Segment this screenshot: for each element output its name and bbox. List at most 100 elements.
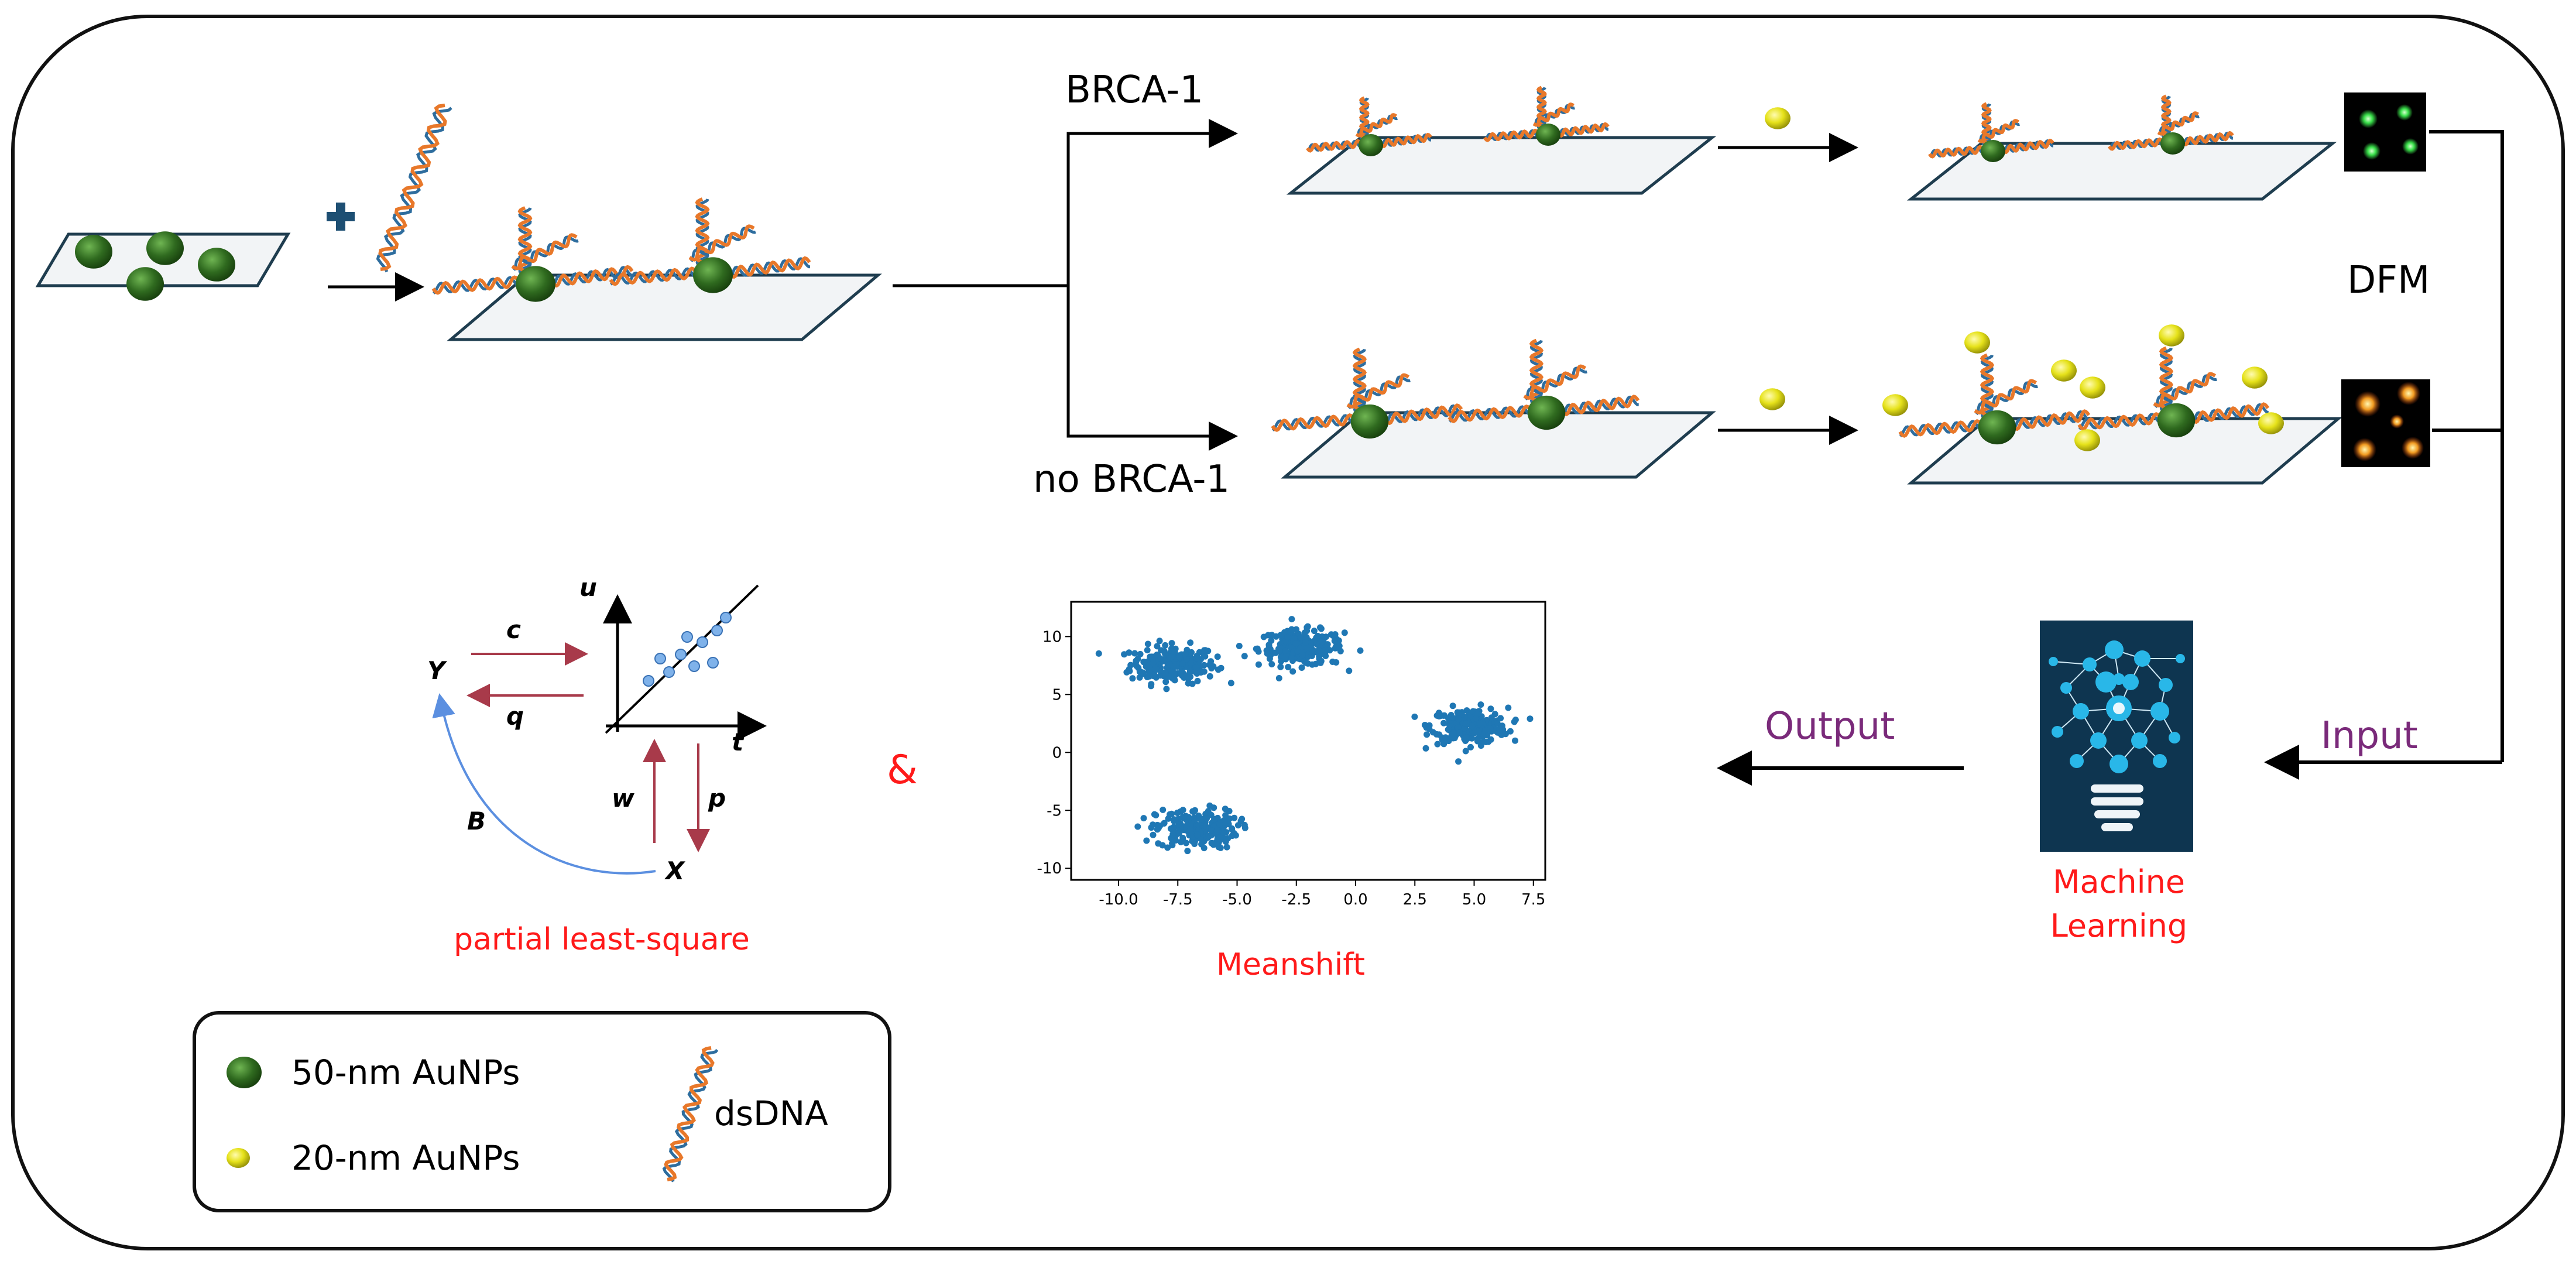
meanshift-point [1311, 628, 1318, 635]
meanshift-point [1151, 811, 1158, 818]
small-gold-nanoparticle [1765, 107, 1790, 129]
meanshift-point [1317, 659, 1324, 666]
meanshift-point [1145, 673, 1152, 680]
y-tick-label: -5 [1047, 802, 1062, 820]
pls-var-u: u [579, 573, 597, 602]
large-gold-nanoparticle [75, 235, 112, 269]
meanshift-point [1183, 656, 1190, 663]
large-gold-nanoparticle [516, 266, 555, 302]
meanshift-point [1304, 623, 1311, 630]
meanshift-point [1467, 743, 1474, 750]
meanshift-point [1162, 642, 1169, 649]
large-gold-nanoparticle [198, 248, 235, 282]
small-gold-nanoparticle [1759, 388, 1785, 410]
meanshift-point [1208, 665, 1215, 671]
meanshift-point [1268, 632, 1275, 639]
meanshift-point [1450, 729, 1457, 736]
meanshift-point [1222, 806, 1229, 813]
meanshift-point [1276, 647, 1283, 654]
meanshift-point [1229, 826, 1235, 833]
meanshift-point [1189, 680, 1196, 687]
meanshift-point [1436, 713, 1443, 719]
meanshift-point [1302, 639, 1309, 646]
meanshift-point [1172, 817, 1179, 824]
meanshift-point [1442, 734, 1449, 741]
y-tick-label: 10 [1042, 628, 1062, 646]
meanshift-point [1222, 812, 1229, 819]
meanshift-point [1154, 643, 1161, 650]
ml-network-node [2083, 657, 2097, 671]
pls-arrow-p-label: p [708, 784, 726, 813]
meanshift-point [1424, 731, 1431, 738]
meanshift-caption: Meanshift [1216, 947, 1365, 982]
meanshift-point [1189, 808, 1196, 815]
meanshift-point [1268, 661, 1275, 668]
meanshift-point [1211, 815, 1217, 823]
meanshift-point [1316, 653, 1323, 660]
meanshift-point [1186, 669, 1193, 676]
dna-strand [1523, 364, 1587, 401]
meanshift-point [1210, 804, 1217, 811]
ml-network-node [2150, 702, 2169, 721]
x-tick-label: 0.0 [1343, 891, 1367, 909]
meanshift-point [1141, 659, 1148, 666]
meanshift-point [1169, 840, 1175, 847]
meanshift-point [1203, 815, 1210, 822]
dna-strand [2001, 138, 2054, 155]
meanshift-point [1487, 705, 1494, 712]
meanshift-point [1220, 827, 1227, 834]
meanshift-point [1463, 734, 1470, 741]
ml-network-node [2049, 657, 2058, 666]
dna-strand [1483, 128, 1540, 142]
meanshift-point [1121, 651, 1128, 658]
dna-strand [2108, 137, 2165, 151]
meanshift-point [1476, 720, 1483, 726]
meanshift-point [1127, 662, 1134, 669]
pls-arrow-c-label: c [506, 615, 521, 644]
meanshift-point [1176, 653, 1183, 660]
ml-network-node [2122, 674, 2139, 690]
meanshift-point [1331, 638, 1338, 645]
small-gold-nanoparticle [1964, 331, 1990, 354]
meanshift-point [1277, 663, 1284, 670]
dna-strand [2153, 372, 2217, 409]
small-gold-nanoparticle [1882, 394, 1908, 416]
meanshift-point [1151, 666, 1158, 673]
small-gold-nanoparticle [2242, 366, 2268, 389]
branch-label-brca1: BRCA-1 [1065, 68, 1203, 112]
outer-frame [11, 15, 2565, 1250]
meanshift-point [1167, 825, 1174, 832]
x-tick-label: 5.0 [1462, 891, 1486, 909]
meanshift-point [1156, 638, 1163, 645]
meanshift-point [1164, 844, 1171, 851]
dna-strand [2011, 409, 2091, 431]
x-tick-label: -2.5 [1281, 891, 1311, 909]
meanshift-point [1157, 664, 1164, 671]
meanshift-point [1422, 745, 1429, 752]
meanshift-point [1264, 650, 1271, 657]
legend-small-np-icon [227, 1148, 250, 1168]
meanshift-point [1302, 659, 1309, 666]
meanshift-point [1281, 629, 1288, 636]
dsdna-added [376, 104, 452, 273]
meanshift-point [1162, 670, 1169, 677]
dna-strand [2157, 111, 2200, 136]
meanshift-point [1184, 848, 1191, 855]
legend-dna-icon [662, 1046, 719, 1183]
meanshift-point [1193, 831, 1200, 838]
meanshift-point [1446, 721, 1453, 728]
meanshift-point [1462, 748, 1469, 755]
meanshift-point [1260, 633, 1267, 640]
meanshift-point [1168, 810, 1175, 817]
meanshift-point [1165, 815, 1172, 822]
meanshift-point [1496, 725, 1503, 732]
meanshift-point [1185, 676, 1192, 683]
meanshift-point [1155, 840, 1162, 847]
ampersand: & [887, 747, 918, 793]
pls-diagram [432, 584, 767, 875]
dna-strand [2181, 131, 2234, 147]
meanshift-point [1168, 640, 1175, 647]
dna-strand [1379, 132, 1432, 149]
